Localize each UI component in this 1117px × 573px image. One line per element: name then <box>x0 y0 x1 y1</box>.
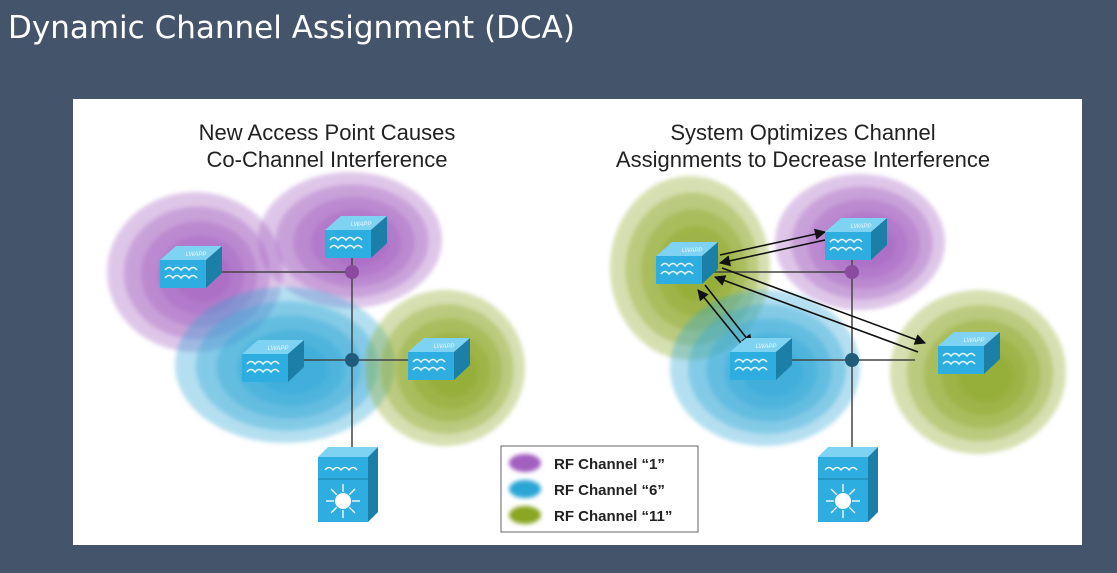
svg-text:LWAPP: LWAPP <box>268 346 289 352</box>
svg-text:LWAPP: LWAPP <box>964 338 985 344</box>
interference-arrow <box>713 275 919 353</box>
legend-swatch-channel1 <box>509 454 541 472</box>
network-hub <box>345 353 359 367</box>
svg-text:LWAPP: LWAPP <box>756 344 777 350</box>
access-point-icon: LWAPP <box>938 332 1000 374</box>
interference-arrow <box>704 284 753 346</box>
access-point-icon: LWAPP <box>408 338 470 380</box>
legend-label-channel1: RF Channel “1” <box>554 456 665 473</box>
access-point-icon: LWAPP <box>656 242 718 284</box>
svg-text:LWAPP: LWAPP <box>682 248 703 254</box>
network-hub <box>845 265 859 279</box>
svg-text:LWAPP: LWAPP <box>351 222 372 228</box>
right-title-line2: Assignments to Decrease Interference <box>616 147 990 172</box>
legend-swatch-channel11 <box>509 506 541 524</box>
access-point-icon: LWAPP <box>160 246 222 288</box>
slide-title: Dynamic Channel Assignment (DCA) <box>8 10 575 46</box>
interference-arrow <box>719 228 827 256</box>
interference-arrow <box>697 289 746 349</box>
access-point-icon: LWAPP <box>242 340 304 382</box>
access-point-icon: LWAPP <box>730 338 792 380</box>
switch-icon <box>818 447 878 522</box>
network-hub <box>345 265 359 279</box>
access-point-icon: LWAPP <box>825 218 887 260</box>
svg-text:LWAPP: LWAPP <box>434 344 455 350</box>
svg-text:LWAPP: LWAPP <box>851 224 872 230</box>
network-hub <box>845 353 859 367</box>
legend-label-channel11: RF Channel “11” <box>554 508 672 525</box>
interference-arrow <box>718 239 826 267</box>
legend: RF Channel “1” RF Channel “6” RF Channel… <box>500 445 699 533</box>
left-title-line1: New Access Point Causes <box>199 120 456 145</box>
legend-label-channel6: RF Channel “6” <box>554 482 665 499</box>
legend-swatch-channel6 <box>509 480 541 498</box>
left-title-line2: Co-Channel Interference <box>207 147 448 172</box>
right-title-line1: System Optimizes Channel <box>670 120 935 145</box>
access-point-icon: LWAPP <box>325 216 387 258</box>
interference-arrow <box>721 267 927 345</box>
switch-icon <box>318 447 378 522</box>
svg-text:LWAPP: LWAPP <box>186 252 207 258</box>
